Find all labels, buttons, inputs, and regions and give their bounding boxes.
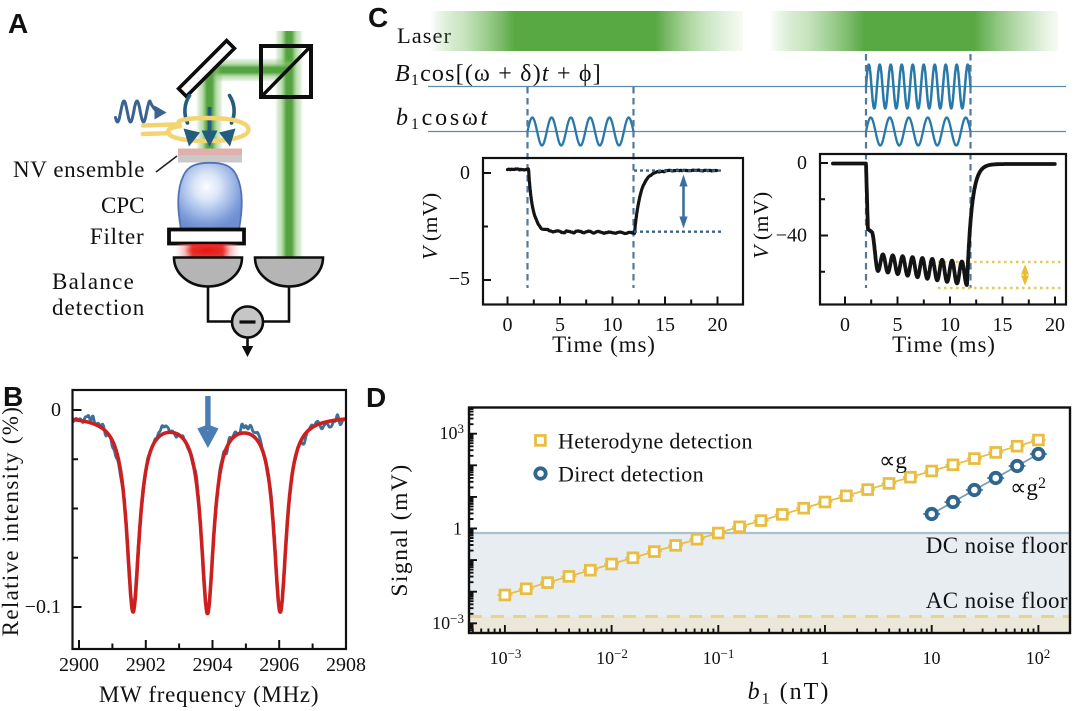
svg-text:10: 10: [940, 314, 960, 336]
svg-text:102: 102: [1026, 646, 1051, 668]
svg-text:D: D: [366, 382, 386, 413]
svg-text:A: A: [8, 8, 28, 39]
svg-text:Time (ms): Time (ms): [892, 332, 996, 357]
svg-text:Balance: Balance: [52, 269, 135, 294]
svg-text:B1cos[(ω + δ)t + ϕ]: B1cos[(ω + δ)t + ϕ]: [395, 61, 602, 89]
svg-text:b1cosωt: b1cosωt: [396, 105, 490, 133]
svg-text:0: 0: [840, 314, 850, 336]
svg-text:B: B: [3, 381, 23, 412]
svg-text:AC noise floor: AC noise floor: [926, 588, 1068, 613]
svg-text:5: 5: [893, 314, 903, 336]
svg-text:C: C: [368, 2, 388, 33]
svg-text:20: 20: [1045, 314, 1065, 336]
svg-text:−40: −40: [776, 225, 807, 247]
svg-text:−0.1: −0.1: [25, 596, 61, 618]
svg-text:2902: 2902: [126, 654, 166, 676]
svg-text:5: 5: [555, 314, 565, 336]
svg-text:Filter: Filter: [90, 224, 145, 249]
svg-text:−5: −5: [449, 268, 470, 290]
svg-text:10−3: 10−3: [432, 611, 464, 633]
svg-text:10−1: 10−1: [703, 646, 735, 668]
svg-text:DC noise floor: DC noise floor: [926, 533, 1068, 558]
svg-text:b1 (nT): b1 (nT): [748, 679, 831, 708]
svg-text:2904: 2904: [193, 654, 233, 676]
svg-text:10: 10: [923, 648, 941, 668]
svg-text:1: 1: [453, 519, 462, 539]
svg-text:detection: detection: [52, 295, 145, 320]
svg-text:0: 0: [503, 314, 513, 336]
svg-text:1: 1: [821, 648, 830, 668]
svg-text:10−2: 10−2: [596, 646, 628, 668]
svg-text:2908: 2908: [326, 654, 366, 676]
svg-text:V (mV): V (mV): [749, 191, 773, 259]
svg-text:Time (ms): Time (ms): [552, 332, 656, 357]
svg-text:Direct detection: Direct detection: [558, 462, 704, 487]
svg-text:Signal (mV): Signal (mV): [387, 463, 413, 596]
svg-text:20: 20: [708, 314, 728, 336]
svg-text:CPC: CPC: [101, 193, 144, 218]
svg-text:Heterodyne detection: Heterodyne detection: [558, 429, 753, 454]
svg-text:∝g: ∝g: [879, 448, 907, 473]
svg-text:2900: 2900: [59, 654, 99, 676]
svg-text:15: 15: [993, 314, 1013, 336]
svg-text:MW frequency (MHz): MW frequency (MHz): [99, 682, 319, 707]
svg-text:15: 15: [655, 314, 675, 336]
svg-text:2906: 2906: [259, 654, 299, 676]
svg-text:V (mV): V (mV): [418, 192, 442, 260]
svg-text:103: 103: [440, 421, 465, 443]
svg-text:10: 10: [603, 314, 623, 336]
svg-text:0: 0: [460, 162, 470, 184]
svg-text:Relative intensity (%): Relative intensity (%): [0, 406, 23, 636]
svg-text:0: 0: [797, 152, 807, 174]
svg-text:10−3: 10−3: [490, 646, 522, 668]
svg-text:NV ensemble: NV ensemble: [13, 157, 145, 182]
svg-text:0: 0: [51, 399, 61, 421]
